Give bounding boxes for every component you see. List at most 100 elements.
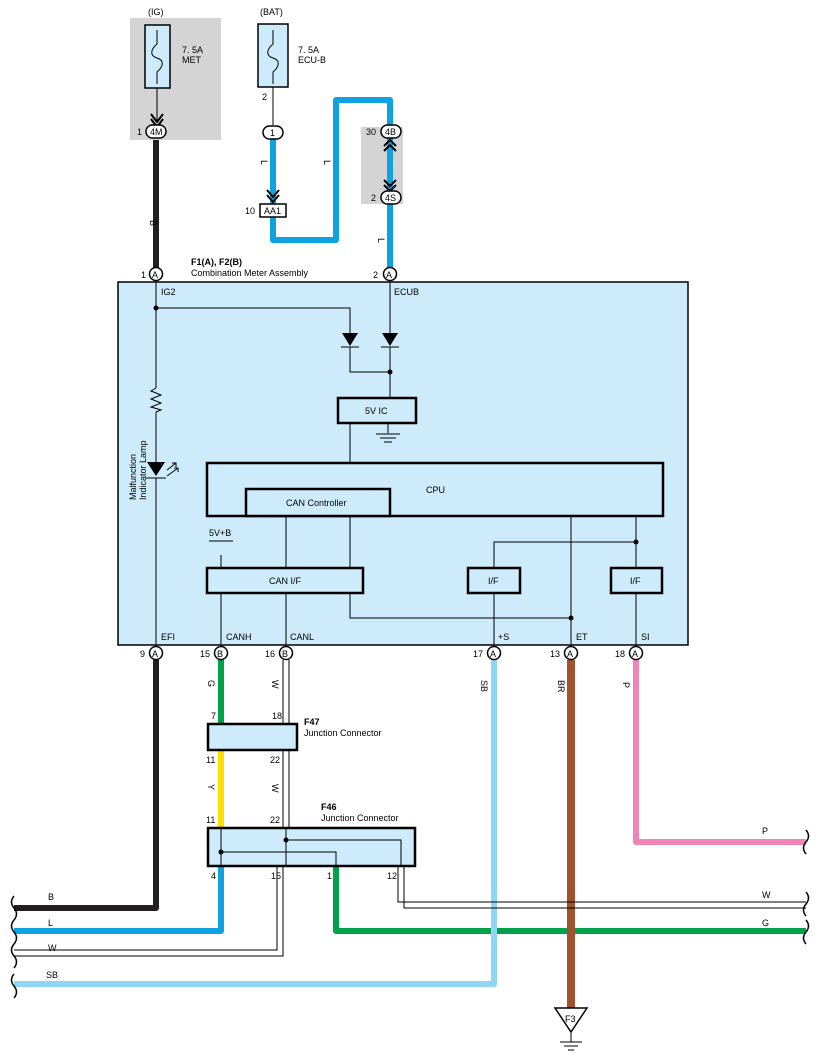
svg-text:CAN I/F: CAN I/F — [269, 576, 302, 586]
4b-arrow-icon — [383, 138, 397, 152]
svg-text:4B: 4B — [385, 127, 396, 137]
svg-text:I/F: I/F — [630, 576, 641, 586]
wires-white — [14, 660, 806, 957]
ground-icon-ic — [376, 433, 400, 443]
wire-g-right — [333, 866, 806, 934]
svg-text:A: A — [386, 270, 392, 280]
svg-text:1: 1 — [270, 128, 275, 138]
wire-w-left — [14, 866, 284, 957]
svg-text:B: B — [48, 892, 54, 902]
svg-text:2: 2 — [262, 92, 267, 102]
ig-fuse-area — [130, 18, 221, 140]
svg-text:G: G — [762, 918, 769, 928]
svg-text:2: 2 — [373, 270, 378, 280]
svg-text:A: A — [632, 649, 638, 659]
meter-bottom-pins: A 9 B 15 B 16 A 17 A 13 A 18 — [140, 645, 644, 661]
bat-fuse-name: ECU-B — [298, 55, 326, 65]
f47-name: Junction Connector — [304, 728, 382, 738]
ig-connector — [145, 124, 167, 139]
svg-text:A: A — [152, 270, 158, 280]
svg-text:12: 12 — [387, 871, 397, 881]
svg-text:EFI: EFI — [161, 632, 175, 642]
svg-text:10: 10 — [245, 206, 255, 216]
svg-text:1: 1 — [327, 871, 332, 881]
svg-text:4M: 4M — [150, 127, 163, 137]
f46-internal — [220, 828, 402, 866]
diode-1-icon — [342, 333, 358, 346]
f46-id: F46 — [321, 802, 337, 812]
bat-connector — [262, 125, 284, 140]
svg-text:A: A — [567, 649, 573, 659]
svg-text:+S: +S — [498, 632, 509, 642]
svg-text:18: 18 — [272, 711, 282, 721]
wire-b-bottom — [14, 660, 159, 911]
ground-f3 — [553, 1007, 589, 1034]
svg-text:Y: Y — [206, 784, 216, 790]
svg-text:CAN Controller: CAN Controller — [286, 498, 347, 508]
svg-text:W: W — [762, 890, 771, 900]
svg-text:2: 2 — [371, 193, 376, 203]
5v-ic — [336, 396, 418, 425]
can-controller — [244, 487, 392, 518]
svg-text:4S: 4S — [385, 193, 396, 203]
meter-ig-pin — [148, 266, 164, 282]
svg-text:B: B — [148, 220, 158, 226]
svg-text:17: 17 — [473, 649, 483, 659]
svg-text:7: 7 — [211, 711, 216, 721]
f47-junction-connector — [206, 722, 299, 752]
svg-text:9: 9 — [140, 649, 145, 659]
svg-text:22: 22 — [270, 815, 280, 825]
light-rays-icon — [166, 462, 179, 477]
connector-4s — [380, 190, 402, 205]
interface-speed — [466, 566, 522, 595]
svg-text:15: 15 — [200, 649, 210, 659]
svg-text:11: 11 — [206, 815, 215, 825]
svg-text:BR: BR — [556, 680, 566, 693]
svg-text:A: A — [490, 649, 496, 659]
resistor-icon — [149, 387, 163, 413]
svg-text:W: W — [270, 680, 280, 689]
f46-junction-connector — [206, 826, 417, 868]
bat-fuse-rating: 7. 5A — [298, 45, 319, 55]
svg-text:B: B — [217, 649, 223, 659]
interface-si — [609, 566, 664, 595]
meter-id: F1(A), F2(B) — [191, 257, 242, 267]
svg-text:SI: SI — [641, 632, 650, 642]
ig-fuse-icon — [151, 30, 163, 84]
f46-name: Junction Connector — [321, 813, 399, 823]
connector-4b — [380, 124, 402, 139]
ground-icon — [560, 1032, 582, 1051]
svg-text:L: L — [48, 918, 53, 928]
svg-text:5V IC: 5V IC — [365, 406, 388, 416]
wire-w-right — [397, 866, 806, 909]
svg-text:G: G — [206, 680, 216, 687]
ig-fuse-name: MET — [182, 55, 202, 65]
svg-text:I/F: I/F — [488, 576, 499, 586]
svg-text:11: 11 — [206, 755, 215, 765]
svg-text:L: L — [322, 160, 332, 165]
malfunction-lamp-icon — [147, 462, 165, 476]
svg-text:P: P — [762, 826, 768, 836]
svg-text:1: 1 — [137, 127, 142, 137]
bat-source-label: (BAT) — [260, 7, 283, 17]
diode-2-icon — [382, 333, 398, 346]
bat-fuse-icon — [267, 30, 279, 84]
svg-text:18: 18 — [615, 649, 625, 659]
wire-w-canl — [282, 660, 290, 724]
ig-source-label: (IG) — [148, 7, 164, 17]
svg-text:SB: SB — [46, 970, 58, 980]
svg-text:IG2: IG2 — [161, 287, 176, 297]
svg-text:W: W — [270, 784, 280, 793]
wire-sb — [14, 660, 497, 987]
svg-text:P: P — [621, 682, 631, 688]
svg-text:CPU: CPU — [426, 485, 445, 495]
svg-text:4: 4 — [211, 871, 216, 881]
svg-text:SB: SB — [479, 680, 489, 692]
svg-text:13: 13 — [550, 649, 560, 659]
can-interface — [205, 566, 365, 595]
svg-text:L: L — [376, 238, 386, 243]
wire-l-bottom — [14, 866, 224, 934]
svg-text:Indicator Lamp: Indicator Lamp — [138, 440, 148, 500]
f47-id: F47 — [304, 717, 320, 727]
